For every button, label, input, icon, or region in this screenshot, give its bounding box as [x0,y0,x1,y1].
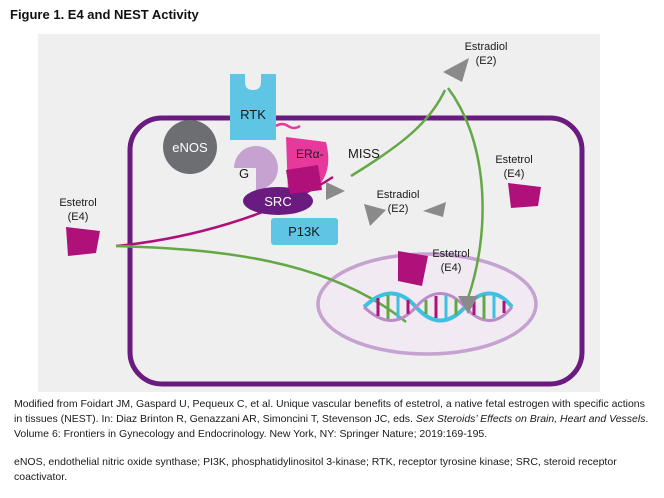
caption-source-text: Modified from Foidart JM, Gaspard U, Peq… [14,398,645,425]
rtk-receptor: RTK [230,74,301,140]
estradiol-molecule-mid-left [364,204,386,226]
estradiol-mid-name: Estradiol [377,189,420,201]
estradiol-top-name: Estradiol [465,41,508,53]
p13k-label: P13K [288,224,320,239]
estradiol-molecule-mid-right [423,202,446,217]
src-protein: SRC [243,187,313,215]
estradiol-molecule-bound [326,182,345,200]
estradiol-mid-abbr: (E2) [388,203,409,215]
estradiol-to-miss-pathway [350,89,447,178]
miss-label: MISS [348,146,380,161]
estetrol-nucleus-name: Estetrol [432,248,469,260]
enos-label: eNOS [172,140,208,155]
estetrol-left-name: Estetrol [59,197,96,209]
estetrol-right-abbr: (E4) [504,168,525,180]
estradiol-to-nucleus-pathway [446,87,484,299]
estetrol-molecule-bound [286,165,322,194]
g-protein: G [234,146,278,190]
diagram: RTK eNOS G ERα- MISS SRC P13K [38,34,600,392]
p13k-protein: P13K [271,218,338,245]
enos-enzyme: eNOS [163,120,217,174]
figure-title: Figure 1. E4 and NEST Activity [10,7,199,22]
diagram-background [38,34,600,392]
cell-membrane [127,115,585,387]
caption-source-book-title: Sex Steroids’ Effects on Brain, Heart an… [415,413,646,425]
figure-source-caption: Modified from Foidart JM, Gaspard U, Peq… [14,397,650,442]
diagram-canvas: RTK eNOS G ERα- MISS SRC P13K [38,34,600,392]
er-alpha-label: ERα- [296,147,324,161]
figure-abbreviations: eNOS, endothelial nitric oxide synthase;… [14,456,617,483]
src-label: SRC [264,194,291,209]
estetrol-molecule-nucleus [398,251,428,286]
estetrol-molecule-right [508,183,541,208]
estetrol-nucleus-abbr: (E4) [441,262,462,274]
estradiol-molecule-top [443,58,469,82]
g-label: G [239,166,249,181]
estradiol-molecule-nucleus-arrow [458,296,478,314]
estetrol-left-abbr: (E4) [68,211,89,223]
dna-helix [362,291,514,323]
estradiol-top-abbr: (E2) [476,55,497,67]
caption-source-publication: . Volume 6: Frontiers in Gynecology and … [14,413,649,440]
rtk-label: RTK [240,107,266,122]
estetrol-right-name: Estetrol [495,154,532,166]
estetrol-molecule-left [66,227,100,256]
